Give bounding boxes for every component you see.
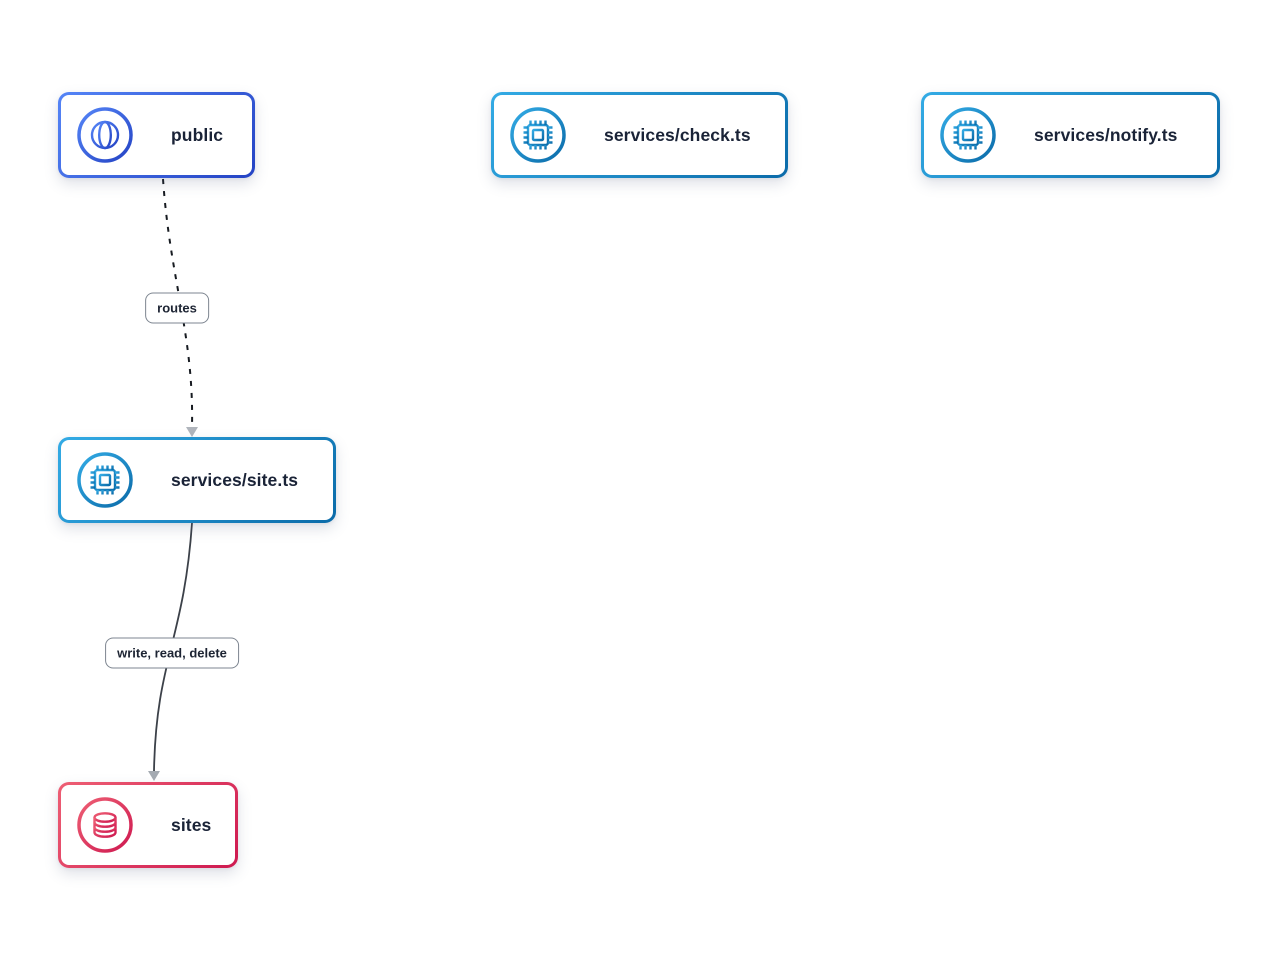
- node-label: services/site.ts: [171, 469, 299, 490]
- database-icon: [77, 797, 133, 853]
- node-services-check[interactable]: services/check.ts: [491, 92, 788, 178]
- node-label: sites: [171, 814, 212, 835]
- node-services-notify[interactable]: services/notify.ts: [921, 92, 1220, 178]
- edge-label-write-read-delete: write, read, delete: [105, 637, 239, 669]
- edge-label-routes: routes: [145, 292, 209, 324]
- node-sites[interactable]: sites: [58, 782, 238, 868]
- node-label: services/notify.ts: [1034, 124, 1178, 145]
- arrowhead-public-to-site: [186, 427, 198, 437]
- cpu-icon: [510, 107, 566, 163]
- node-services-site[interactable]: services/site.ts: [58, 437, 336, 523]
- cpu-icon: [940, 107, 996, 163]
- node-label: public: [171, 124, 224, 145]
- arrowhead-site-to-sites: [148, 771, 160, 781]
- cpu-icon: [77, 452, 133, 508]
- globe-icon: [77, 107, 133, 163]
- node-public[interactable]: public: [58, 92, 255, 178]
- node-label: services/check.ts: [604, 124, 751, 145]
